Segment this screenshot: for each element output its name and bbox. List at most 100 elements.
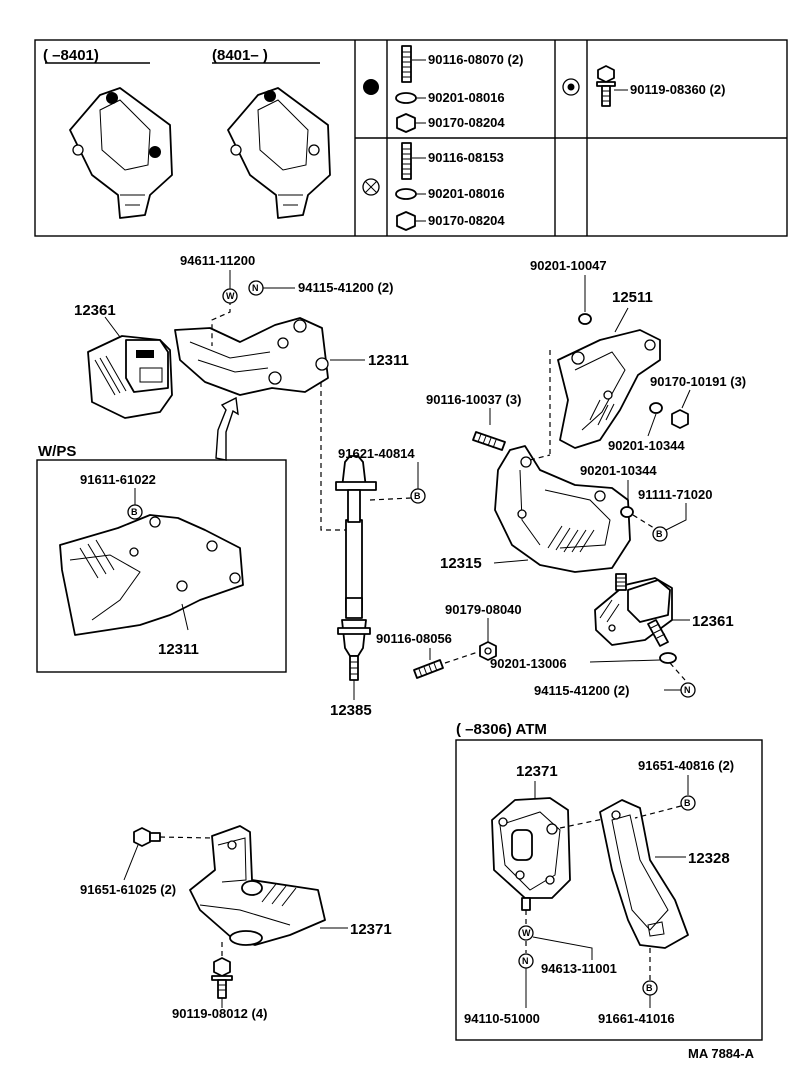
part-label-94115-41200: 94115-41200 (2) [298,280,393,295]
filled-circle-icon [363,79,379,95]
part-label-12511: 12511 [612,289,653,306]
part-label-12361-right: 12361 [692,613,734,630]
flange-bolt-part [133,827,161,847]
right-mount-assembly: 90201-10047 12511 90170-10191 (3) 90201-… [426,258,746,698]
stud-bolt-icon [401,45,412,83]
svg-text:N: N [252,283,259,293]
range-label-after: (8401– ) [212,47,268,64]
stud-bolt-part [413,659,444,679]
transmission-mount-bracket [599,799,689,949]
atm-range-label: ( –8306) ATM [456,721,547,738]
part-label-12361: 12361 [74,302,116,319]
part-label-12328: 12328 [688,850,730,867]
nut-callout: N [248,280,264,296]
svg-text:W: W [522,928,531,938]
bracket-variant-after [227,87,331,219]
part-label-90170-10191: 90170-10191 (3) [650,374,746,389]
fastener-table: ( –8401) (8401– ) [34,39,788,237]
torque-rod-assembly: B 91621-40814 12385 90116-08056 90179-08… [330,446,522,719]
part-label-91661-41016: 91661-41016 [598,1011,675,1026]
washer-callout: W [222,288,238,304]
rear-mount-assembly: 91651-61025 (2) 12371 90119-08012 (4) [80,825,392,1021]
svg-text:N: N [522,956,529,966]
svg-text:B: B [684,798,691,808]
flange-bolt-part [211,957,233,999]
part-label-91651-61025: 91651-61025 (2) [80,882,176,897]
part-label-94611-11200: 94611-11200 [180,253,255,268]
washer-part [659,652,677,664]
part-label-94110-51000: 94110-51000 [464,1011,540,1026]
part-label-94613-11001: 94613-11001 [541,961,617,976]
fastener-part-number: 90119-08360 (2) [630,82,725,97]
washer-part [620,506,634,518]
bolt-callout: B [410,488,426,504]
transmission-mount-insulator [189,825,326,946]
part-label-90179-08040: 90179-08040 [445,602,522,617]
svg-text:B: B [646,983,653,993]
engine-mount-bracket [557,329,661,449]
arrow-icon [215,396,239,461]
svg-text:B: B [131,507,138,517]
washer-part [649,402,663,414]
fastener-part-number: 90201-08016 [428,90,505,105]
part-label-12371-atm: 12371 [516,763,558,780]
svg-text:B: B [656,529,663,539]
flange-bolt-icon [596,65,616,107]
svg-text:B: B [414,491,421,501]
fastener-part-number: 90116-08070 (2) [428,52,523,67]
bolt-callout: B [680,795,696,811]
washer-callout: W [518,925,534,941]
nut-callout: N [518,953,534,969]
transmission-mount-insulator [491,797,571,911]
fastener-part-number: 90201-08016 [428,186,505,201]
part-label-91111-71020: 91111-71020 [638,487,712,502]
fastener-part-number: 90170-08204 [428,115,505,130]
washer-part [578,313,592,325]
part-label-90116-10037: 90116-10037 (3) [426,392,521,407]
bolt-callout: B [642,980,658,996]
bracket-variant-before [69,87,173,219]
engine-mount-bracket [494,445,631,573]
part-label-12311: 12311 [368,352,409,369]
power-steering-variant: W/PS B 91611-61022 12311 [36,443,287,673]
part-label-91651-40816: 91651-40816 (2) [638,758,734,773]
nut-part [479,641,497,661]
part-label-91611-61022: 91611-61022 [80,472,156,487]
fastener-part-number: 90170-08204 [428,213,505,228]
bolt-callout: B [127,504,143,520]
part-label-12385: 12385 [330,702,372,719]
part-label-12371-bottom: 12371 [350,921,392,938]
nut-callout: N [680,682,696,698]
dot-circle-icon [562,78,580,96]
svg-text:W: W [226,291,235,301]
svg-text:N: N [684,685,691,695]
part-label-90201-10047: 90201-10047 [530,258,607,273]
diagram-code: MA 7884-A [688,1046,755,1061]
part-label-94115-41200-bottom: 94115-41200 (2) [534,683,629,698]
part-label-90201-10344: 90201-10344 [580,463,657,478]
part-label-12311-wps: 12311 [158,641,199,658]
part-label-12315: 12315 [440,555,482,572]
cross-circle-icon [362,178,380,196]
nut-icon [396,211,416,231]
atm-variant: ( –8306) ATM 12371 W N 94613-11001 [455,721,763,1041]
washer-icon [395,92,417,104]
engine-mount-insulator [87,335,173,419]
washer-icon [395,188,417,200]
engine-mount-bracket [59,514,244,636]
part-label-90116-08056: 90116-08056 [376,631,452,646]
stud-bolt-part [472,431,506,451]
nut-part [671,409,689,429]
wps-label: W/PS [38,443,76,460]
nut-icon [396,113,416,133]
stud-bolt-part [647,619,669,647]
part-label-91621-40814: 91621-40814 [338,446,415,461]
stud-bolt-icon [401,142,412,180]
part-label-90119-08012: 90119-08012 (4) [172,1006,267,1021]
part-label-90201-10344: 90201-10344 [608,438,685,453]
fastener-part-number: 90116-08153 [428,150,504,165]
bolt-callout: B [652,526,668,542]
range-label-before: ( –8401) [43,47,99,64]
engine-mount-bracket [174,317,329,396]
